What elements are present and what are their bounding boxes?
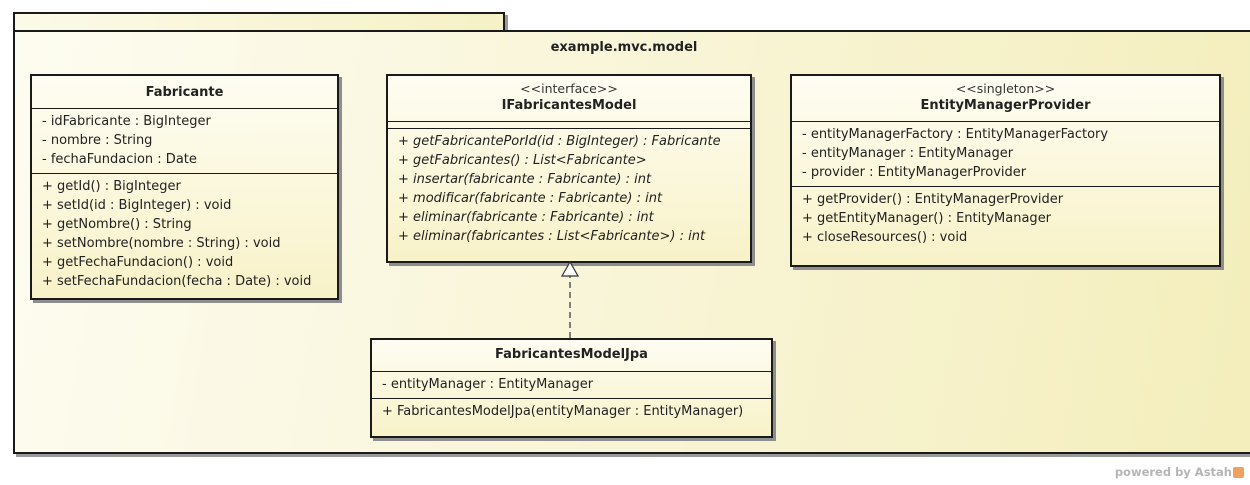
operation: + getId() : BigInteger <box>42 179 181 194</box>
class-header: <<interface>> IFabricantesModel <box>388 76 750 122</box>
stereotype-label: <<singleton>> <box>955 81 1056 96</box>
class-name: EntityManagerProvider <box>920 98 1091 113</box>
attribute: - idFabricante : BigInteger <box>42 114 211 129</box>
operation: + eliminar(fabricantes : List<Fabricante… <box>398 229 706 244</box>
operations-compartment: + getFabricantePorId(id : BigInteger) : … <box>388 129 750 250</box>
operation: + getFabricantes() : List<Fabricante> <box>398 153 647 168</box>
powered-by-label: powered by Astah <box>1115 465 1244 479</box>
realization-arrowhead <box>560 260 580 277</box>
operation: + getFechaFundacion() : void <box>42 255 234 270</box>
attribute: - provider : EntityManagerProvider <box>802 165 1027 180</box>
attributes-compartment: - entityManager : EntityManager <box>372 372 771 399</box>
class-fabricante[interactable]: Fabricante - idFabricante : BigInteger -… <box>30 74 339 300</box>
attribute: - entityManager : EntityManager <box>802 146 1014 161</box>
operation: + setId(id : BigInteger) : void <box>42 198 232 213</box>
operation: + eliminar(fabricante : Fabricante) : in… <box>398 210 654 225</box>
operation: + setFechaFundacion(fecha : Date) : void <box>42 274 312 289</box>
operations-compartment: + getProvider() : EntityManagerProvider … <box>792 187 1219 251</box>
class-name: FabricantesModelJpa <box>495 347 648 362</box>
interface-ifabricantesmodel[interactable]: <<interface>> IFabricantesModel + getFab… <box>386 74 752 263</box>
operations-compartment: + getId() : BigInteger + setId(id : BigI… <box>32 174 337 295</box>
operation: + getEntityManager() : EntityManager <box>802 211 1052 226</box>
attribute: - entityManager : EntityManager <box>382 377 594 392</box>
operation: + modificar(fabricante : Fabricante) : i… <box>398 191 663 206</box>
operation: + setNombre(nombre : String) : void <box>42 236 281 251</box>
attribute: - fechaFundacion : Date <box>42 152 197 167</box>
class-header: <<singleton>> EntityManagerProvider <box>792 76 1219 122</box>
stereotype-label: <<interface>> <box>520 81 618 96</box>
operation: + FabricantesModelJpa(entityManager : En… <box>382 404 744 419</box>
attributes-compartment: - entityManagerFactory : EntityManagerFa… <box>792 122 1219 187</box>
operation: + getNombre() : String <box>42 217 192 232</box>
class-header: FabricantesModelJpa <box>372 340 771 372</box>
class-entitymanagerprovider[interactable]: <<singleton>> EntityManagerProvider - en… <box>790 74 1221 267</box>
operations-compartment: + FabricantesModelJpa(entityManager : En… <box>372 399 771 425</box>
class-name: IFabricantesModel <box>501 98 637 113</box>
attribute: - nombre : String <box>42 133 153 148</box>
package-name: example.mvc.model <box>550 40 698 55</box>
class-name: Fabricante <box>145 85 224 100</box>
class-fabricantesmodeljpa[interactable]: FabricantesModelJpa - entityManager : En… <box>370 338 773 438</box>
operation: + closeResources() : void <box>802 230 968 245</box>
operation: + getProvider() : EntityManagerProvider <box>802 192 1064 207</box>
attribute: - entityManagerFactory : EntityManagerFa… <box>802 127 1109 142</box>
astah-logo-icon <box>1233 467 1244 478</box>
class-header: Fabricante <box>32 76 337 109</box>
operation: + getFabricantePorId(id : BigInteger) : … <box>398 134 721 149</box>
operation: + insertar(fabricante : Fabricante) : in… <box>398 172 652 187</box>
package-tab <box>13 12 505 32</box>
attributes-compartment: - idFabricante : BigInteger - nombre : S… <box>32 109 337 174</box>
powered-by-text: powered by Astah <box>1114 465 1232 479</box>
attributes-compartment <box>388 122 750 129</box>
